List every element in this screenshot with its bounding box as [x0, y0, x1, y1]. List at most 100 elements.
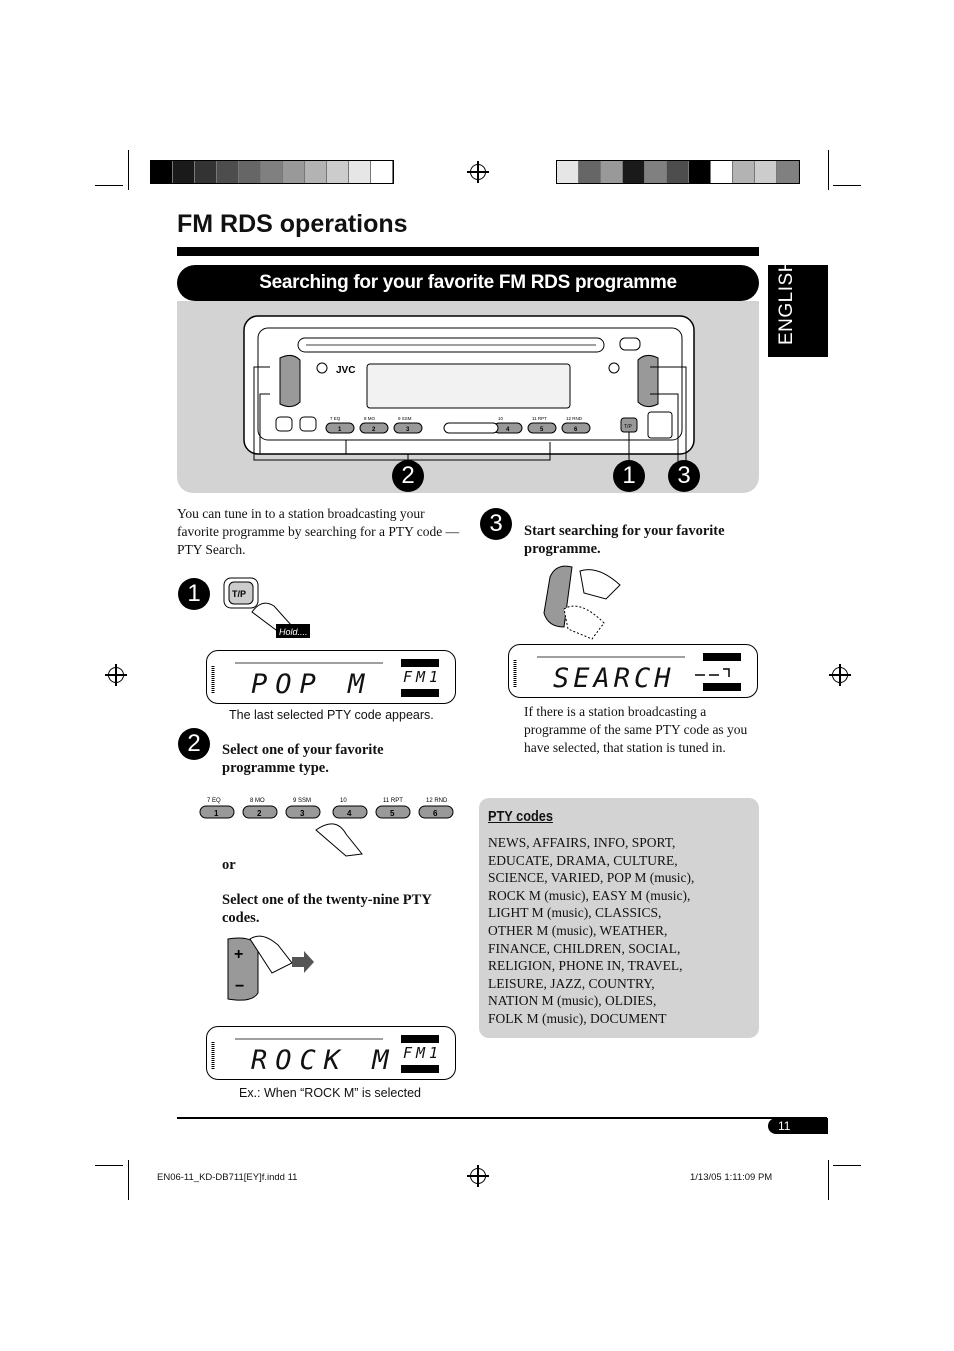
intro-text: You can tune in to a station broadcastin… — [177, 506, 460, 557]
pty-code-line: ROCK M (music), EASY M (music), — [488, 887, 691, 903]
preset-label: 7 EQ — [207, 798, 221, 804]
pty-code-line: EDUCATE, DRAMA, CULTURE, — [488, 852, 678, 868]
tp-button-press-illustration: T/P — [223, 577, 310, 638]
color-swatch — [283, 161, 305, 183]
hold-label: Hold.... — [279, 627, 308, 637]
unit-preset-label: 8 MO — [364, 416, 376, 421]
unit-preset-number: 6 — [574, 427, 578, 433]
pty-codes-list: NEWS, AFFAIRS, INFO, SPORT,EDUCATE, DRAM… — [488, 834, 753, 1028]
color-swatch — [557, 161, 579, 183]
preset-number: 4 — [347, 809, 352, 818]
pty-code-line: LEISURE, JAZZ, COUNTRY, — [488, 975, 655, 991]
lcd-display-search: SEARCH — [508, 644, 758, 698]
color-swatch — [645, 161, 667, 183]
unit-preset-number: 3 — [406, 427, 410, 433]
color-bar-right — [556, 160, 800, 184]
svg-text:−: − — [235, 978, 244, 995]
preset-number: 1 — [214, 809, 219, 818]
step-1-caption: The last selected PTY code appears. — [229, 708, 434, 722]
unit-preset-label: 12 RND — [566, 416, 583, 421]
crop-mark — [128, 1160, 129, 1200]
preset-label: 11 RPT — [383, 798, 403, 804]
preset-number: 2 — [257, 809, 262, 818]
pty-codes-box — [479, 798, 759, 1038]
preset-number: 5 — [390, 809, 395, 818]
crop-mark — [95, 185, 123, 186]
preset-button — [285, 805, 321, 819]
color-swatch — [261, 161, 283, 183]
step-1-number: 1 — [178, 578, 210, 610]
pty-code-line: OTHER M (music), WEATHER, — [488, 922, 668, 938]
preset-buttons-illustration: 1 7 EQ 2 8 MO 3 9 SSM 410 5 11 RPT 6 12 RND — [199, 798, 454, 857]
color-swatch — [239, 161, 261, 183]
unit-preset-label: 11 RPT — [532, 416, 547, 421]
preset-button — [199, 805, 235, 819]
language-label: ENGLISH — [776, 258, 797, 345]
seek-button-illustration — [543, 565, 621, 640]
preset-label: 10 — [340, 798, 347, 804]
color-swatch — [579, 161, 601, 183]
preset-label: 12 RND — [426, 798, 448, 804]
unit-preset-number: 2 — [372, 427, 376, 433]
unit-preset-number: 4 — [506, 427, 510, 433]
lcd-indicators — [513, 653, 741, 691]
bottom-rule — [177, 1117, 827, 1119]
pty-code-line: SCIENCE, VARIED, POP M (music), — [488, 870, 695, 886]
footer-file-slug: EN06-11_KD-DB711[EY]f.indd 11 — [157, 1172, 298, 1183]
color-swatch — [173, 161, 195, 183]
crop-mark — [833, 1165, 861, 1166]
color-swatch — [327, 161, 349, 183]
pty-code-line: NATION M (music), OLDIES, — [488, 993, 657, 1009]
color-swatch — [777, 161, 799, 183]
callout-3: 3 — [668, 460, 700, 492]
preset-number: 3 — [300, 809, 305, 818]
pty-code-line: FOLK M (music), DOCUMENT — [488, 1010, 667, 1026]
color-swatch — [217, 161, 239, 183]
unit-preset-button — [393, 422, 423, 434]
crop-mark — [95, 1165, 123, 1166]
color-swatch — [711, 161, 733, 183]
footer-timestamp: 1/13/05 1:11:09 PM — [690, 1172, 773, 1183]
color-swatch — [349, 161, 371, 183]
step-2-alt-instruction: Select one of the twenty-nine PTY codes. — [222, 892, 432, 926]
lcd-main-text: POP M — [251, 669, 373, 700]
unit-preset-button — [527, 422, 557, 434]
crop-mark — [828, 150, 829, 190]
preset-label: 9 SSM — [293, 798, 311, 804]
preset-number: 6 — [433, 809, 438, 818]
section-banner: Searching for your favorite FM RDS progr… — [177, 265, 759, 301]
unit-preset-label: 9 SSM — [398, 416, 412, 421]
preset-button — [242, 805, 278, 819]
step-3-instruction: Start searching for your favorite progra… — [524, 523, 725, 557]
brand-logo: JVC — [336, 365, 355, 376]
color-bar-left — [150, 160, 394, 184]
lcd-band-text: FM1 — [403, 668, 443, 686]
step-3-number: 3 — [480, 508, 512, 540]
color-swatch — [623, 161, 645, 183]
preset-button — [375, 805, 411, 819]
unit-preset-number: 1 — [338, 427, 342, 433]
step-2-number: 2 — [178, 728, 210, 760]
color-swatch — [667, 161, 689, 183]
unit-preset-label: 10 — [498, 416, 504, 421]
callout-1: 1 — [613, 460, 645, 492]
unit-preset-button — [325, 422, 355, 434]
page-number: 11 — [768, 1118, 828, 1134]
language-tab: ENGLISH — [768, 258, 828, 357]
callout-2: 2 — [392, 460, 424, 492]
registration-mark — [467, 1165, 489, 1187]
step-2-instruction: Select one of your favorite programme ty… — [222, 742, 384, 776]
color-swatch — [733, 161, 755, 183]
step-3-note: If there is a station broadcasting a pro… — [524, 704, 748, 755]
unit-preset-button — [561, 422, 591, 434]
page-title: FM RDS operations — [177, 210, 408, 238]
preset-button — [418, 805, 454, 819]
preset-label: 8 MO — [250, 798, 265, 804]
pty-code-line: LIGHT M (music), CLASSICS, — [488, 905, 662, 921]
color-swatch — [689, 161, 711, 183]
pty-codes-title: PTY codes — [488, 808, 553, 825]
color-swatch — [755, 161, 777, 183]
lcd-indicators — [211, 1035, 439, 1073]
preset-button — [332, 805, 368, 819]
registration-mark — [829, 664, 851, 686]
